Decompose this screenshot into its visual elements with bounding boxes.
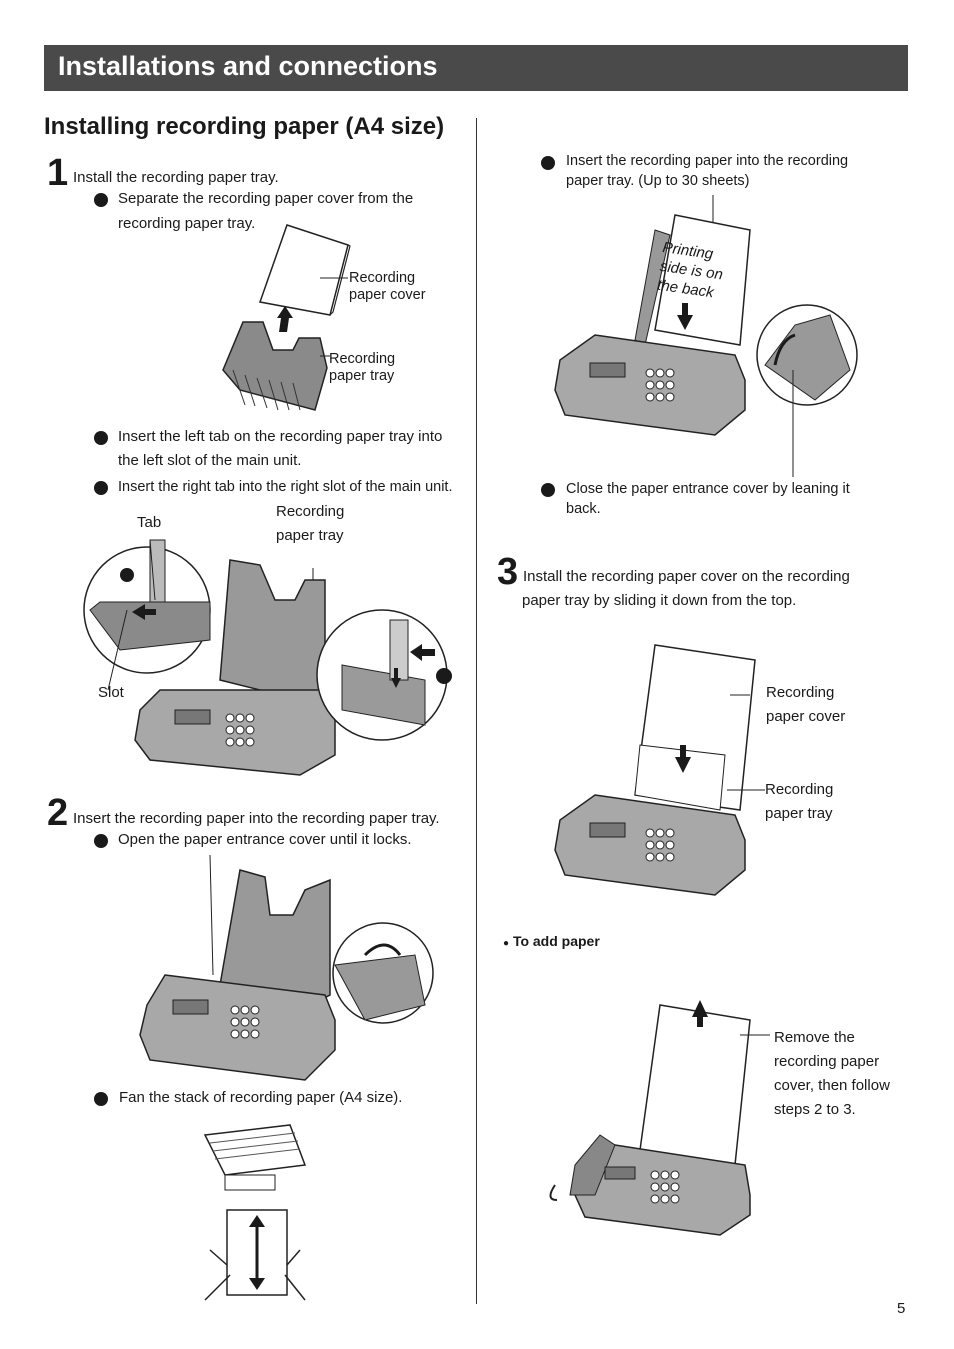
page-banner-title: Installations and connections [58, 51, 438, 81]
step-1-bullet-2-line-1: Insert the left tab on the recording pap… [118, 428, 443, 445]
label-leader-lines [320, 277, 348, 357]
bullet-icon [94, 193, 108, 207]
printing-side-note: Printing side is on the back [656, 238, 727, 303]
label-remove-line-2: recording paper [774, 1053, 880, 1070]
step-2-bullet-3-line-1: Insert the recording paper into the reco… [566, 153, 849, 169]
fax-machine-tray-insert-illustration [83, 539, 452, 776]
step-2-bullet-2: Fan the stack of recording paper (A4 siz… [119, 1089, 403, 1106]
label-cover-line-1: Recording [349, 270, 416, 286]
label-tray-line-1: Recording [329, 351, 396, 367]
column-divider [476, 118, 477, 1304]
add-paper-heading: ● To add paper [503, 933, 600, 949]
step-2-bullet-3-line-2: paper tray. (Up to 30 sheets) [566, 173, 750, 189]
step-1-bullet-3: Insert the right tab into the right slot… [118, 479, 453, 495]
step-2-text: Insert the recording paper into the reco… [73, 810, 440, 827]
label-remove-line-3: cover, then follow [774, 1077, 890, 1094]
bullet-icon [94, 1092, 108, 1106]
install-cover-illustration [554, 644, 765, 896]
step-3-text-line-2: paper tray by sliding it down from the t… [522, 592, 797, 609]
step-2-bullet-1: Open the paper entrance cover until it l… [118, 831, 412, 848]
step-2-number: 2 [47, 792, 69, 834]
label-cover-line-2: paper cover [349, 287, 426, 303]
insert-paper-illustration [554, 195, 858, 477]
label-s3-cover-line-1: Recording [766, 684, 835, 701]
step-2-bullet-4-line-2: back. [566, 501, 601, 517]
header-banner [44, 45, 908, 91]
step-1-bullet-1-line-2: recording paper tray. [118, 215, 256, 232]
section-title: Installing recording paper (A4 size) [44, 113, 445, 140]
label-s3-cover-line-2: paper cover [766, 708, 846, 725]
bullet-icon [94, 834, 108, 848]
add-paper-title: To add paper [512, 933, 600, 949]
label-tray-line-2: paper tray [329, 368, 395, 384]
bullet-icon [541, 483, 555, 497]
step-3-text-line-1: Install the recording paper cover on the… [523, 568, 850, 585]
label-tray2-line-1: Recording [276, 503, 345, 520]
label-s3-tray-line-1: Recording [765, 781, 834, 798]
step-3-number: 3 [497, 551, 519, 593]
open-entrance-cover-illustration [139, 854, 434, 1081]
label-slot: Slot [98, 684, 124, 701]
add-paper-bullet: ● [503, 938, 510, 949]
cover-and-tray-illustration [222, 224, 351, 411]
page-number: 5 [897, 1300, 906, 1317]
step-1-bullet-1-line-1: Separate the recording paper cover from … [118, 190, 414, 207]
add-paper-illustration [549, 1000, 770, 1236]
bullet-icon [541, 156, 555, 170]
bullet-icon [94, 481, 108, 495]
label-tab: Tab [137, 514, 162, 531]
step-1-text: Install the recording paper tray. [73, 169, 279, 186]
fan-paper-illustration [203, 1124, 307, 1301]
step-1-bullet-2-line-2: the left slot of the main unit. [118, 452, 302, 469]
step-1-number: 1 [47, 152, 69, 194]
step-2-bullet-4-line-1: Close the paper entrance cover by leanin… [566, 481, 850, 497]
label-remove-line-4: steps 2 to 3. [774, 1101, 856, 1118]
label-tray2-line-2: paper tray [276, 527, 344, 544]
label-s3-tray-line-2: paper tray [765, 805, 833, 822]
label-remove-line-1: Remove the [774, 1029, 855, 1046]
bullet-icon [94, 431, 108, 445]
